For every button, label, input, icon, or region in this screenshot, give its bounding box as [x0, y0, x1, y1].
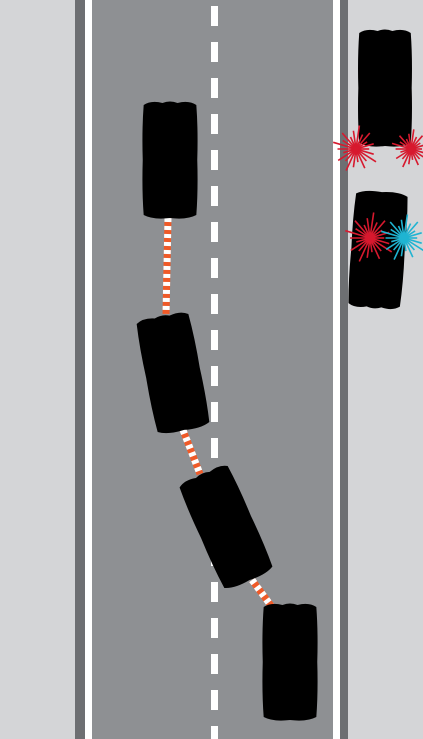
lane-dash: [211, 690, 218, 710]
towed-car-1: [142, 102, 197, 219]
lane-dash: [211, 402, 218, 422]
lane-dash: [211, 42, 218, 62]
center-dashed-line: [211, 6, 218, 739]
lane-dash: [211, 222, 218, 242]
right-edge-line: [333, 0, 340, 739]
left-edge-line: [85, 0, 92, 739]
parked-car-blue: [347, 190, 409, 311]
lane-dash: [211, 582, 218, 602]
lane-dash: [211, 78, 218, 98]
tow-rope-1: [166, 218, 168, 314]
lane-dash: [211, 654, 218, 674]
towed-car-4: [262, 604, 317, 721]
left-edge-stripe: [75, 0, 85, 739]
lane-dash: [211, 258, 218, 278]
lane-dash: [211, 366, 218, 386]
lane-dash: [211, 186, 218, 206]
lane-dash: [211, 114, 218, 134]
lane-dash: [211, 726, 218, 739]
lane-dash: [211, 6, 218, 26]
lane-dash: [211, 150, 218, 170]
lane-dash: [211, 294, 218, 314]
lane-dash: [211, 618, 218, 638]
lane-dash: [211, 438, 218, 458]
left-shoulder: [0, 0, 75, 739]
right-edge-stripe: [340, 0, 348, 739]
lane-dash: [211, 330, 218, 350]
parked-car-orange: [358, 30, 412, 147]
